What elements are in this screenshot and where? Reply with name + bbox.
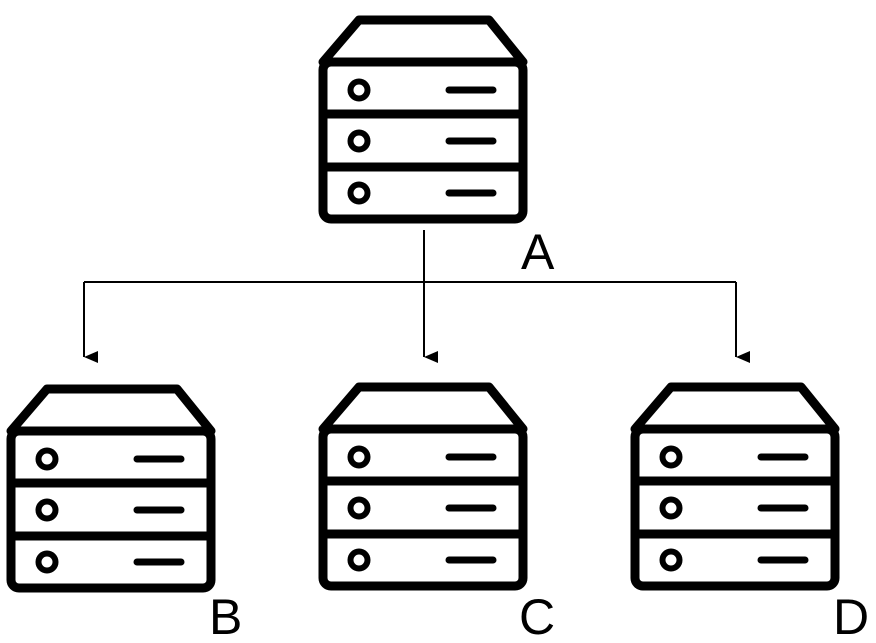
- server-rack-icon: [630, 382, 840, 591]
- node-label-c: C: [519, 589, 555, 643]
- server-node-c: C: [318, 382, 555, 643]
- server-node-d: D: [630, 382, 869, 643]
- node-label-b: B: [209, 589, 242, 643]
- server-rack-icon: [6, 384, 216, 593]
- server-rack-icon: [318, 15, 528, 224]
- node-label-a: A: [521, 224, 555, 280]
- server-node-b: B: [6, 384, 242, 643]
- server-rack-icon: [318, 382, 528, 591]
- server-node-a: A: [318, 15, 555, 280]
- node-label-d: D: [833, 589, 869, 643]
- connectors: [83, 230, 750, 363]
